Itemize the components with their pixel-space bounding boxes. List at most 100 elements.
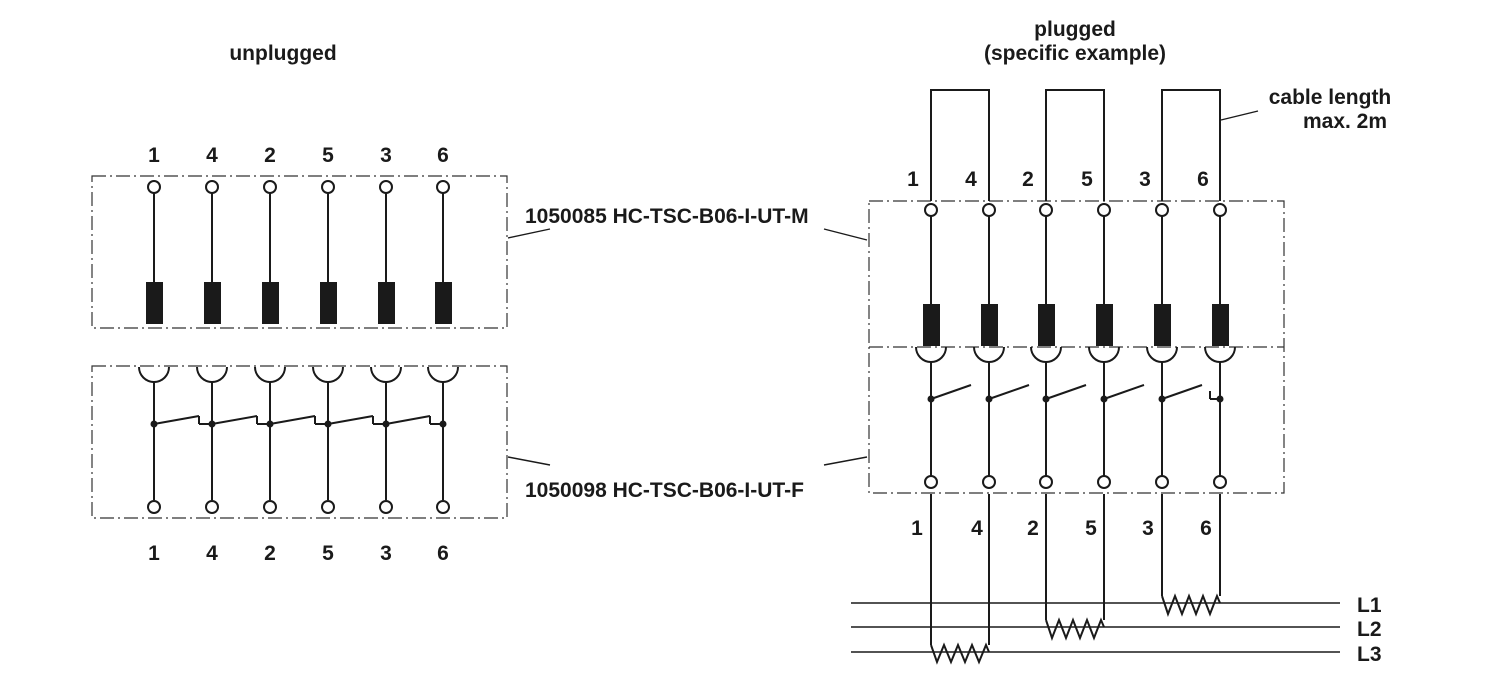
male-connector-box <box>91 175 508 329</box>
male-pin <box>923 304 940 346</box>
left-female-contacts <box>138 366 459 514</box>
left-male-contacts <box>146 180 452 324</box>
pin-label: 5 <box>322 144 334 167</box>
open-switch <box>1045 384 1087 400</box>
socket-cup <box>370 366 402 383</box>
terminal-circle <box>1039 203 1053 217</box>
pin-label: 5 <box>1081 168 1093 191</box>
male-pin <box>1212 304 1229 346</box>
phase-label-l2: L2 <box>1357 618 1382 641</box>
pin-label: 3 <box>1139 168 1151 191</box>
pin-label: 1 <box>148 542 160 565</box>
terminal-circle <box>982 475 996 489</box>
terminal-circle <box>147 500 161 514</box>
female-part-label: 1050098 HC-TSC-B06-I-UT-F <box>525 479 804 502</box>
pin-label: 2 <box>1022 168 1034 191</box>
socket-cup <box>254 366 286 383</box>
pin-label: 2 <box>264 144 276 167</box>
load-wiring <box>930 494 1221 665</box>
terminal-circle <box>205 180 219 194</box>
pin-label: 2 <box>1027 517 1039 540</box>
terminal-circle <box>205 500 219 514</box>
leader-lines <box>507 110 1259 466</box>
male-part-label: 1050085 HC-TSC-B06-I-UT-M <box>525 205 809 228</box>
male-pin <box>1038 304 1055 346</box>
open-switch <box>988 384 1030 400</box>
terminal-circle <box>147 180 161 194</box>
phase-label-l1: L1 <box>1357 594 1382 617</box>
pin-label: 1 <box>911 517 923 540</box>
pin-label: 6 <box>437 144 449 167</box>
terminal-circle <box>1039 475 1053 489</box>
socket-cup <box>427 366 459 383</box>
pin-label: 6 <box>1200 517 1212 540</box>
pin-label: 5 <box>1085 517 1097 540</box>
terminal-circle <box>1155 203 1169 217</box>
left-bottom-pin-labels: 1 4 2 5 3 6 <box>148 542 449 565</box>
left-top-pin-labels: 1 4 2 5 3 6 <box>148 144 449 167</box>
terminal-circle <box>924 203 938 217</box>
pin-label: 4 <box>206 542 218 565</box>
male-pin <box>378 282 395 324</box>
unplugged-title: unplugged <box>229 42 336 65</box>
socket-cup <box>312 366 344 383</box>
short-circuit-switch <box>327 415 374 425</box>
terminal-circle <box>379 500 393 514</box>
female-connector-box <box>91 365 508 519</box>
terminal-circle <box>982 203 996 217</box>
socket-cup <box>1204 346 1236 363</box>
terminal-circle <box>436 180 450 194</box>
right-top-pin-labels: 1 4 2 5 3 6 <box>907 168 1209 191</box>
pin-label: 3 <box>380 144 392 167</box>
male-pin <box>146 282 163 324</box>
male-pin <box>262 282 279 324</box>
cable-max-label: max. 2m <box>1303 110 1387 133</box>
terminal-circle <box>1213 203 1227 217</box>
socket-cup <box>1030 346 1062 363</box>
terminal-circle <box>263 180 277 194</box>
socket-cup <box>1088 346 1120 363</box>
pin-label: 3 <box>1142 517 1154 540</box>
terminal-circle <box>1097 475 1111 489</box>
short-circuit-switch <box>385 415 431 425</box>
cable-length-label: cable length <box>1269 86 1392 109</box>
phase-lines <box>851 602 1340 653</box>
open-switch <box>1161 384 1203 400</box>
socket-cup <box>138 366 170 383</box>
short-circuit-switch <box>269 415 316 425</box>
right-contacts <box>915 203 1236 489</box>
phase-label-l3: L3 <box>1357 643 1382 666</box>
cable-bridges <box>930 89 1221 201</box>
socket-cup <box>196 366 228 383</box>
terminal-circle <box>263 500 277 514</box>
pin-label: 3 <box>380 542 392 565</box>
resistor-l3 <box>930 642 990 665</box>
terminal-circle <box>1097 203 1111 217</box>
right-bottom-pin-labels: 1 4 2 5 3 6 <box>911 517 1212 540</box>
pin-label: 2 <box>264 542 276 565</box>
socket-cup <box>1146 346 1178 363</box>
terminal-circle <box>321 500 335 514</box>
plugged-subtitle: (specific example) <box>984 42 1166 65</box>
pin-label: 6 <box>1197 168 1209 191</box>
terminal-circle <box>924 475 938 489</box>
pin-label: 4 <box>971 517 983 540</box>
socket-cup <box>973 346 1005 363</box>
plugged-title: plugged <box>1034 18 1116 41</box>
male-pin <box>320 282 337 324</box>
terminal-circle <box>1155 475 1169 489</box>
short-circuit-switch <box>153 415 200 425</box>
terminal-circle <box>379 180 393 194</box>
male-pin <box>1096 304 1113 346</box>
terminal-circle <box>1213 475 1227 489</box>
terminal-circle <box>436 500 450 514</box>
open-switch <box>930 384 972 400</box>
male-pin <box>981 304 998 346</box>
pin-label: 5 <box>322 542 334 565</box>
male-pin <box>435 282 452 324</box>
junction-dot <box>439 420 447 428</box>
pin-label: 1 <box>148 144 160 167</box>
male-pin <box>1154 304 1171 346</box>
short-circuit-switch <box>211 415 258 425</box>
